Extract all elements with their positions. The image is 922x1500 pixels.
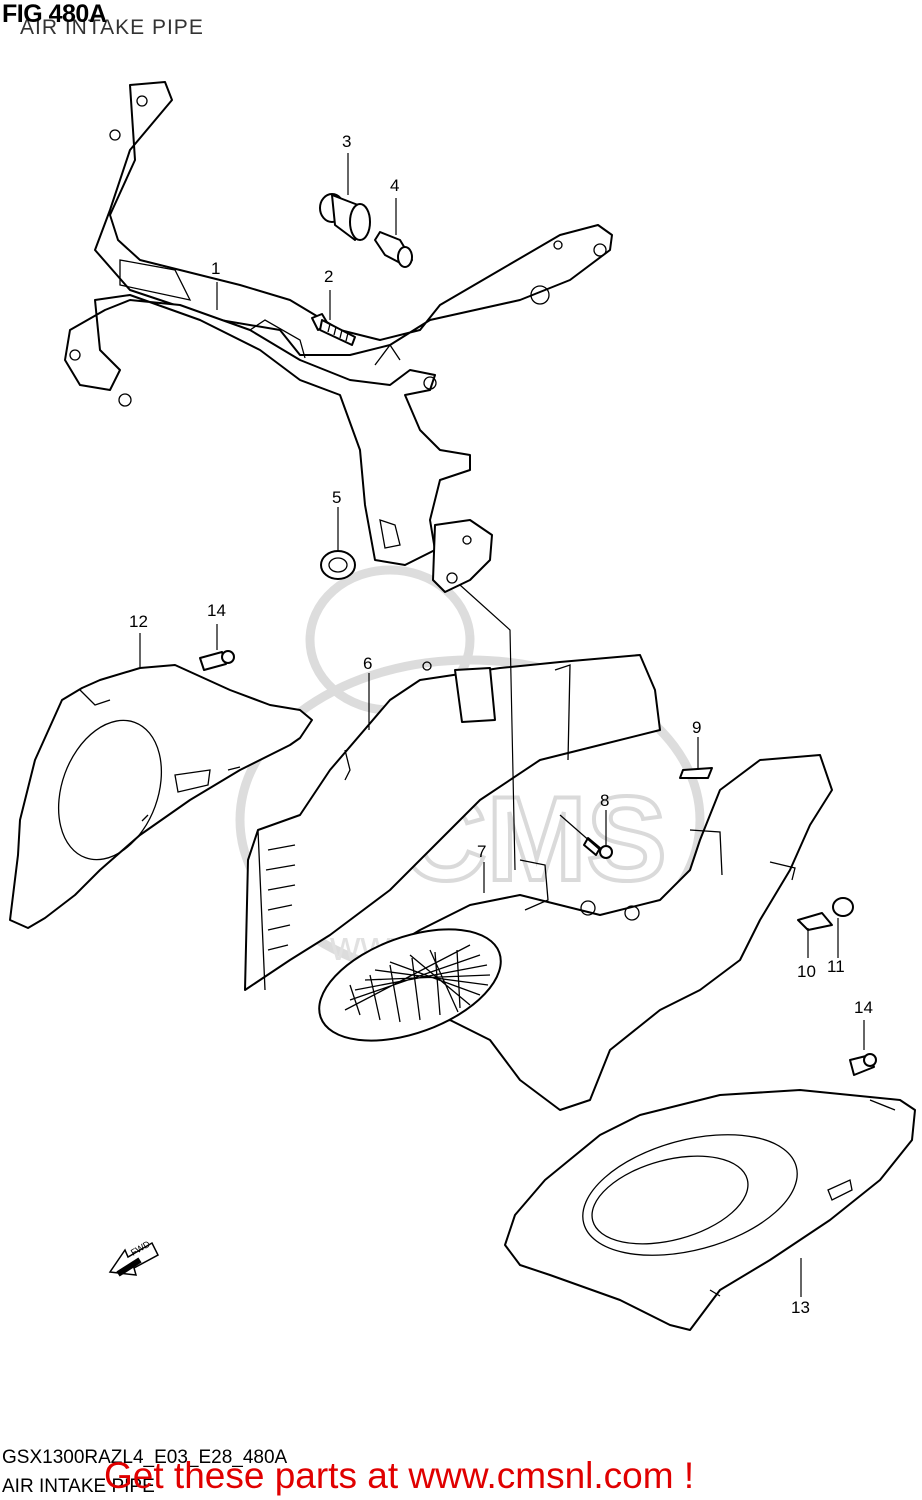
leader-lines — [139, 153, 865, 1297]
callout-8: 8 — [600, 791, 609, 810]
fwd-arrow-icon: FWD — [108, 1239, 159, 1277]
promo-link[interactable]: Get these parts at www.cmsnl.com ! — [104, 1455, 695, 1496]
part-14-screw-lower — [849, 1053, 877, 1076]
callout-9: 9 — [692, 718, 701, 737]
footer-section-name: AIR INTAKE PIPE — [2, 1476, 155, 1497]
part-9-clip — [679, 767, 713, 779]
callout-2: 2 — [324, 267, 333, 286]
callout-1: 1 — [211, 259, 220, 278]
footer-model-code: GSX1300RAZL4_E03_E28_480A — [2, 1447, 288, 1468]
callout-6: 6 — [363, 654, 372, 673]
part-2-bolt — [311, 313, 356, 346]
part-5-grommet — [320, 550, 356, 580]
part-4-collar — [374, 231, 413, 268]
callout-4: 4 — [390, 176, 399, 195]
part-1-frame-bracket — [64, 81, 613, 593]
callout-11: 11 — [827, 957, 845, 976]
callout-14-upper: 14 — [207, 601, 226, 620]
callout-3: 3 — [342, 132, 351, 151]
mesh-grille — [344, 944, 491, 1023]
figure-title: FIG 480A — [2, 0, 107, 28]
part-7-main-intake-duct — [318, 754, 833, 1111]
part-11-grommet — [832, 897, 854, 917]
callout-5: 5 — [332, 488, 341, 507]
figure-subtitle: AIR INTAKE PIPE — [20, 16, 204, 39]
callout-14-lower: 14 — [854, 998, 873, 1017]
callout-7: 7 — [477, 842, 486, 861]
callout-numbers: 1 2 3 4 5 6 7 8 9 10 11 12 13 14 14 — [129, 132, 873, 1317]
part-10-clip — [797, 912, 833, 931]
part-13-right-cover — [504, 1089, 916, 1331]
callout-12: 12 — [129, 612, 148, 631]
part-6-intake-duct — [244, 654, 661, 991]
part-8-screw — [583, 837, 613, 859]
part-14-screw-upper — [199, 650, 235, 671]
part-12-left-cover — [9, 664, 313, 929]
part-3-grommet — [319, 193, 371, 241]
callout-10: 10 — [797, 962, 816, 981]
callout-13: 13 — [791, 1298, 810, 1317]
